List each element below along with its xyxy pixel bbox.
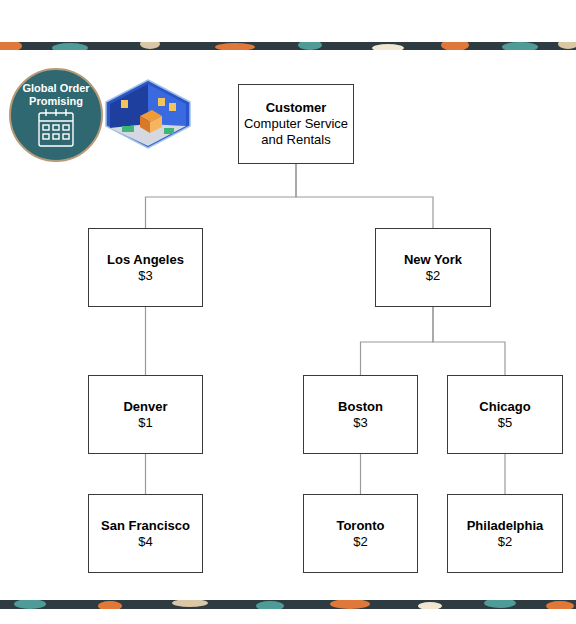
node-title: San Francisco xyxy=(101,518,190,534)
node-detail: $3 xyxy=(353,415,367,431)
location-box: Boston$3 xyxy=(303,375,418,454)
location-box: San Francisco$4 xyxy=(88,494,203,573)
tree-connector xyxy=(145,454,146,494)
tree-connector xyxy=(360,454,361,494)
tree-connector xyxy=(145,307,146,375)
location-box: Denver$1 xyxy=(88,375,203,454)
location-box: New York$2 xyxy=(375,228,491,307)
node-detail: $1 xyxy=(138,415,152,431)
tree-connector xyxy=(361,307,434,375)
node-title: Philadelphia xyxy=(467,518,544,534)
warehouse-icon xyxy=(106,80,190,148)
node-title: New York xyxy=(404,252,462,268)
node-detail: $4 xyxy=(138,534,152,550)
node-detail: $5 xyxy=(498,415,512,431)
node-title: Boston xyxy=(338,399,383,415)
location-box: Los Angeles$3 xyxy=(88,228,203,307)
node-title: Chicago xyxy=(479,399,530,415)
node-detail: $2 xyxy=(426,268,440,284)
node-detail: $2 xyxy=(498,534,512,550)
tree-connector xyxy=(505,454,506,494)
node-detail: $2 xyxy=(353,534,367,550)
tree-connector xyxy=(296,164,433,228)
tree-connector xyxy=(146,164,297,228)
location-box: CustomerComputer Service and Rentals xyxy=(238,84,354,164)
node-title: Los Angeles xyxy=(107,252,184,268)
node-detail: $3 xyxy=(138,268,152,284)
location-box: Philadelphia$2 xyxy=(447,494,563,573)
node-title: Global Order Promising xyxy=(19,82,93,108)
location-box: Toronto$2 xyxy=(303,494,418,573)
location-box: Chicago$5 xyxy=(447,375,563,454)
node-detail: Computer Service and Rentals xyxy=(243,116,349,148)
node-title: Toronto xyxy=(336,518,384,534)
product-badge: Global Order Promising xyxy=(9,68,103,162)
node-title: Customer xyxy=(266,100,327,116)
node-title: Denver xyxy=(123,399,167,415)
tree-connector xyxy=(433,307,505,375)
